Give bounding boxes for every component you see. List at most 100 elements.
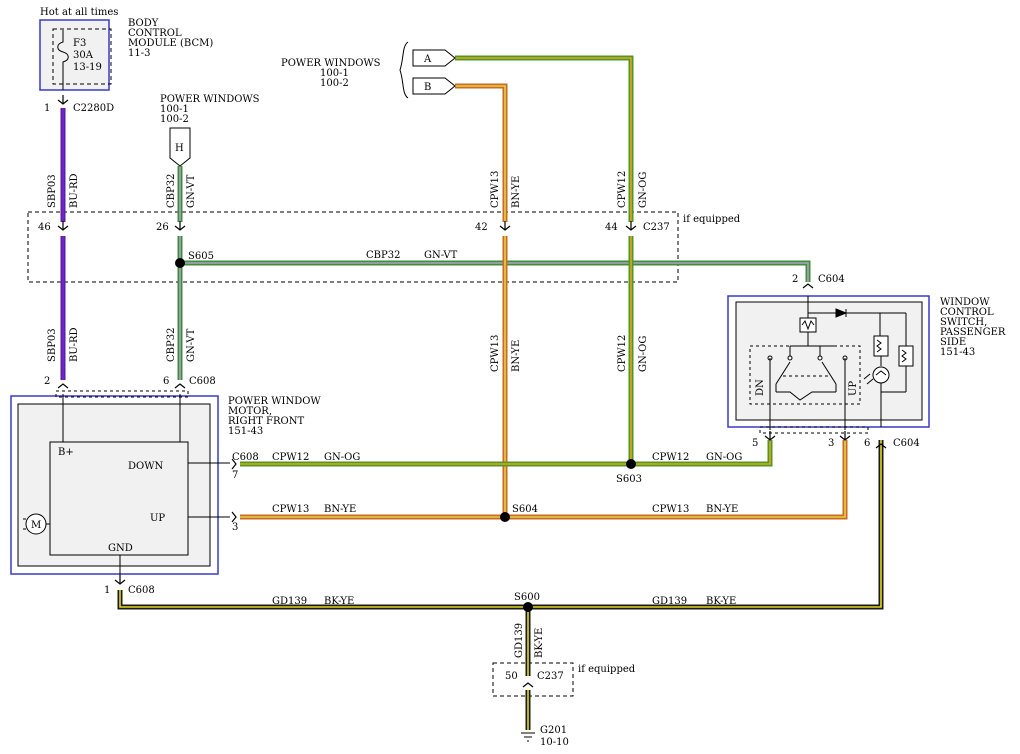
motor-outer-box [10, 395, 219, 575]
motor-title-line4: 151-43 [228, 426, 263, 437]
c2280d-name: C2280D [73, 103, 114, 114]
motor-b-plus: B+ [58, 447, 74, 458]
ground-ref: 10-10 [540, 737, 569, 748]
motor-gnd: GND [108, 543, 133, 554]
bcm-title-line4: 11-3 [128, 48, 150, 59]
ground-name: G201 [540, 725, 567, 736]
bcm-title-line1: BODY [128, 18, 159, 29]
wire-label-sbp03-v1: SBP03 [47, 174, 58, 208]
wire-label-gnog-h1: GN-OG [324, 452, 360, 463]
wire-label-cpw12-v1: CPW12 [617, 171, 628, 208]
splice-s603-dot [626, 459, 636, 469]
wire-label-bnye-h2: BN-YE [706, 504, 738, 515]
wire-label-cpw12-h1: CPW12 [272, 452, 309, 463]
wire-label-burd-v1: BU-RD [69, 173, 80, 208]
bcm-fuse-dashed [52, 28, 112, 85]
splice-s605-dot [175, 258, 185, 268]
hot-at-all-times-label: Hot at all times [40, 7, 118, 18]
c604-pin3-glyph [839, 431, 851, 441]
wire-label-gnvt-v2: GN-VT [186, 328, 197, 362]
c2280d-connector-glyph [57, 95, 69, 105]
c604-name-bottom: C604 [893, 438, 920, 449]
c237-pin26-glyph [174, 221, 186, 231]
motor-m-label: M [31, 520, 41, 531]
c604-pin2-glyph [802, 283, 814, 289]
splice-s600-dot [523, 602, 533, 612]
splice-s604-label: S604 [512, 504, 538, 515]
wire-label-gnog-v1: GN-OG [638, 172, 649, 208]
switch-title-line3: SWITCH, [940, 317, 987, 328]
wire-cpw12-vertical [455, 55, 634, 222]
c604-pin5: 5 [752, 438, 758, 449]
splice-s605-label: S605 [188, 251, 214, 262]
c237-optional-box [27, 211, 679, 283]
c237-pin-44: 44 [605, 222, 618, 233]
c604-pin6: 6 [864, 438, 870, 449]
c604-pin3: 3 [828, 438, 834, 449]
wire-cpw13-vertical-stripe [455, 85, 506, 222]
c237-pin50: 50 [505, 671, 518, 682]
c604-pin2: 2 [792, 274, 798, 285]
power-windows-h-ref1: 100-1 [160, 104, 189, 115]
wire-label-bnye-v2: BN-YE [511, 340, 522, 372]
c608-pin3: 3 [232, 522, 238, 533]
wire-label-cpw12-h2: CPW12 [652, 452, 689, 463]
power-windows-h-ref2: 100-2 [160, 114, 189, 125]
motor-up: UP [150, 513, 165, 524]
c237-pin46-glyph [57, 221, 69, 231]
wire-label-cbp32-h: CBP32 [366, 250, 400, 261]
c608-name-down: C608 [232, 452, 259, 463]
c2280d-pin: 1 [44, 103, 50, 114]
motor-title-line2: MOTOR, [228, 406, 272, 417]
motor-title-line1: POWER WINDOW [228, 396, 321, 407]
h-tag-shape [169, 127, 191, 167]
fuse-rating: 30A [73, 50, 94, 61]
wire-label-cpw13-h2: CPW13 [652, 504, 689, 515]
wire-label-cbp32-v1: CBP32 [166, 174, 177, 208]
c608-dashed-top [55, 390, 189, 398]
ground-symbol [521, 732, 535, 742]
bcm-box [39, 19, 110, 91]
power-windows-ab-title: POWER WINDOWS [281, 58, 381, 69]
splice-s600-label: S600 [514, 592, 540, 603]
c237-pin42-glyph [499, 221, 511, 231]
switch-title-line4: PASSENGER [940, 327, 1006, 338]
c608-pin2: 2 [44, 376, 50, 387]
c237-pin-42: 42 [475, 222, 488, 233]
switch-inner-box [735, 301, 923, 421]
if-equipped-label-bottom: if equipped [578, 664, 636, 675]
wire-label-gd139-h1: GD139 [272, 596, 307, 607]
connector-glyph-group [57, 95, 887, 688]
c608-pin7: 7 [232, 470, 238, 481]
wire-cpw13-horizontal-stripe [240, 440, 846, 518]
power-windows-h-title: POWER WINDOWS [160, 94, 260, 105]
wire-label-gnog-v2: GN-OG [638, 336, 649, 372]
switch-title-line1: WINDOW [940, 297, 990, 308]
splice-s603-label: S603 [616, 474, 642, 485]
power-windows-brace [399, 41, 409, 99]
c604-pin6-glyph [875, 443, 887, 449]
c237-name-bottom: C237 [537, 671, 564, 682]
c608-pin7-glyph [231, 458, 237, 470]
wire-label-gd139-h2: GD139 [652, 596, 687, 607]
c237-pin44-glyph [625, 221, 637, 231]
wire-label-sbp03-v2: SBP03 [47, 328, 58, 362]
c237-pin50-glyph [522, 682, 534, 688]
c608-pin1: 1 [104, 585, 110, 596]
if-equipped-label-top: if equipped [683, 214, 741, 225]
wire-cpw12-horizontal-stripe [240, 440, 771, 465]
fuse-id: F3 [73, 38, 86, 49]
wire-label-bkye-h1: BK-YE [324, 596, 354, 607]
a-tag-shape [412, 49, 456, 67]
wire-label-cpw13-v1: CPW13 [490, 171, 501, 208]
wire-label-bnye-v1: BN-YE [511, 176, 522, 208]
c608-name-bottom: C608 [128, 585, 155, 596]
fuse-symbol [57, 30, 69, 90]
b-tag-shape [412, 77, 456, 95]
wire-gd139-horizontal-stripe [119, 440, 882, 608]
power-windows-ab-ref1: 100-1 [320, 68, 349, 79]
wire-label-burd-v2: BU-RD [69, 327, 80, 362]
switch-title-line2: CONTROL [940, 307, 994, 318]
b-tag-label: B [424, 82, 431, 93]
motor-down: DOWN [128, 461, 163, 472]
